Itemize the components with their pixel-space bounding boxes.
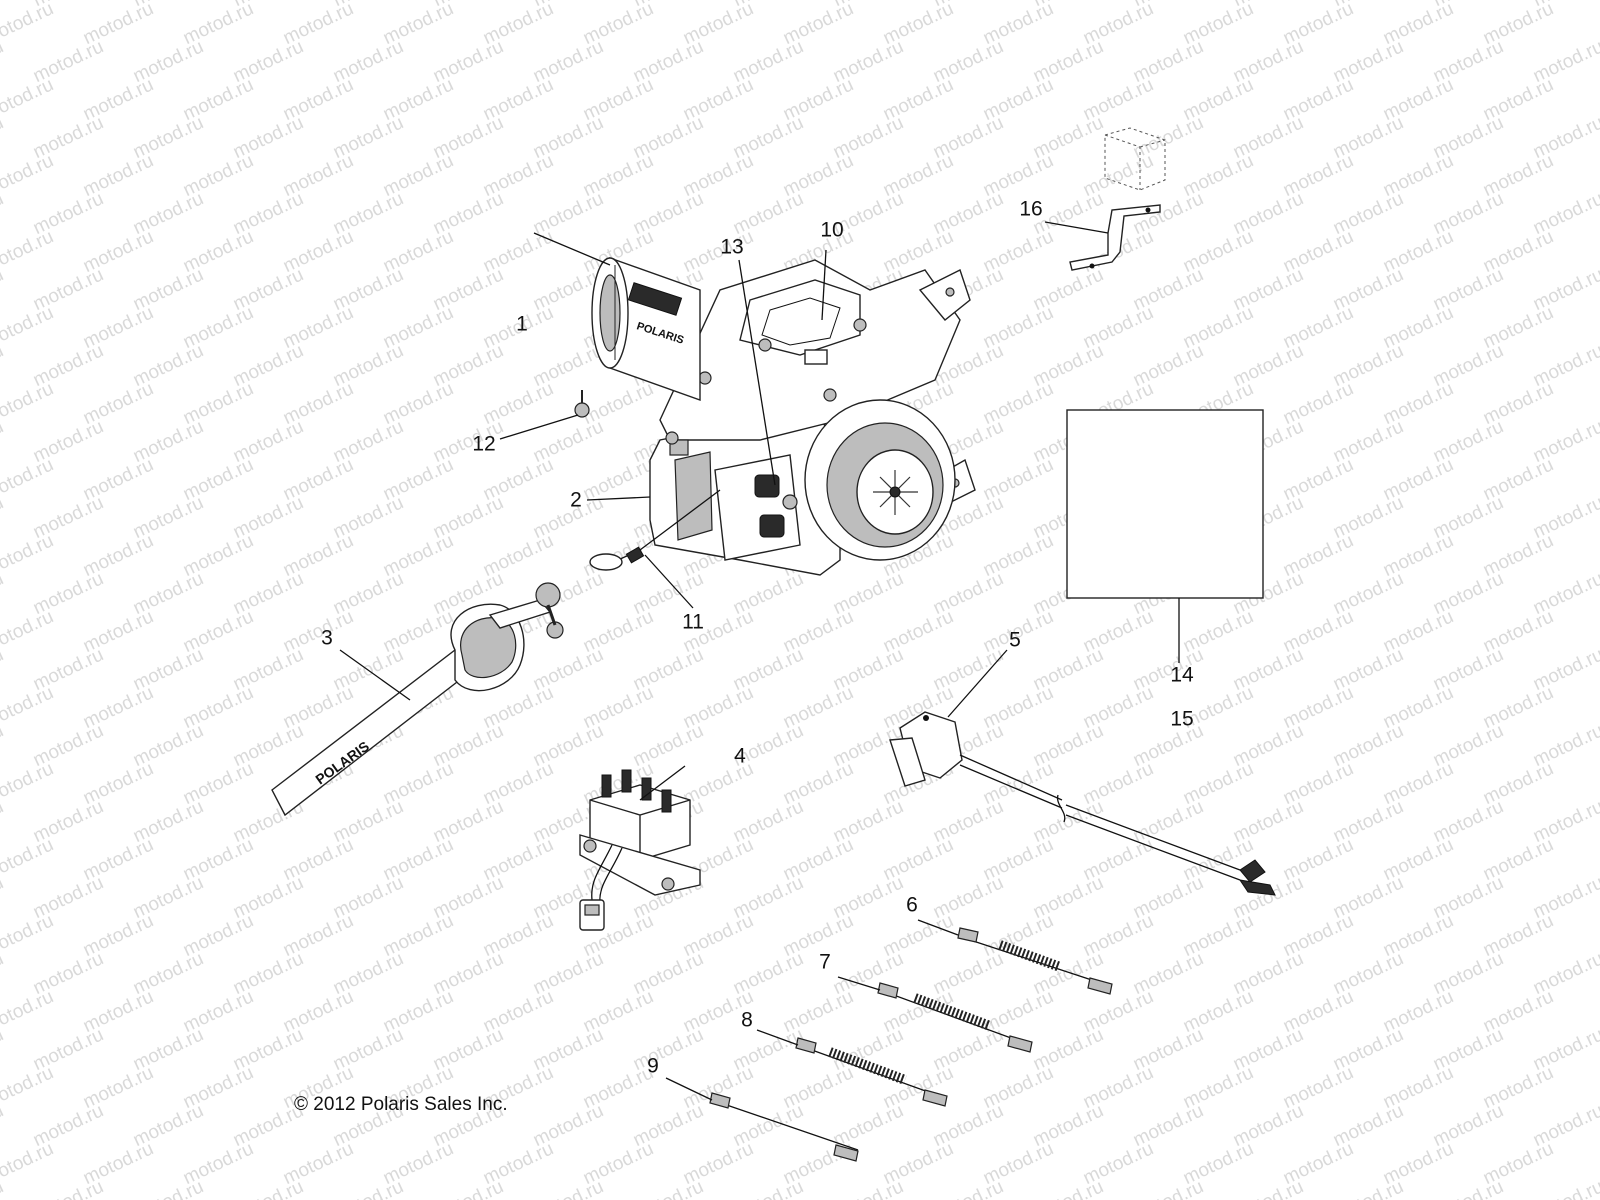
relay-bracket-part <box>1069 127 1166 271</box>
leader-lines <box>339 221 1180 1101</box>
callout-11: 11 <box>682 610 704 634</box>
callout-3: 3 <box>321 626 333 650</box>
instruction-sheet-part <box>1066 409 1264 599</box>
callout-4: 4 <box>734 744 746 768</box>
copyright-notice: © 2012 Polaris Sales Inc. <box>294 1094 508 1115</box>
callout-6: 6 <box>906 893 918 917</box>
callout-14: 14 <box>1170 663 1194 687</box>
callout-16: 16 <box>1019 197 1043 221</box>
callout-13: 13 <box>720 235 744 259</box>
solenoid-part <box>579 769 701 931</box>
callout-9: 9 <box>647 1054 659 1078</box>
callout-10: 10 <box>820 218 844 242</box>
callout-2: 2 <box>570 488 582 512</box>
control-harness-part <box>889 711 1276 896</box>
battery-cables <box>709 927 1113 1162</box>
winch-assembly: POLARIS <box>574 257 976 576</box>
callout-1: 1 <box>516 312 528 336</box>
tow-strap-part: POLARIS <box>271 582 564 817</box>
callout-12: 12 <box>472 432 496 456</box>
callout-5: 5 <box>1009 628 1021 652</box>
callout-7: 7 <box>819 950 831 974</box>
callout-8: 8 <box>741 1008 753 1032</box>
callout-15: 15 <box>1170 707 1194 731</box>
